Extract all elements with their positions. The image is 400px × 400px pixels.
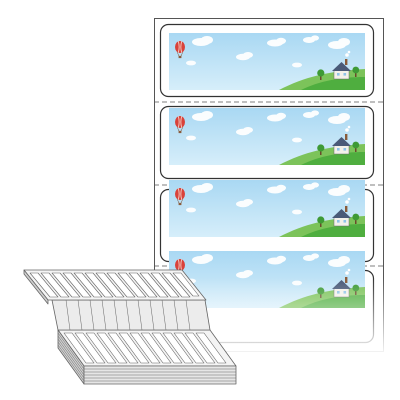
label-1: [159, 23, 375, 98]
label-3: [159, 179, 375, 263]
label-2: [159, 105, 375, 180]
fanfold-stack: [23, 269, 237, 385]
